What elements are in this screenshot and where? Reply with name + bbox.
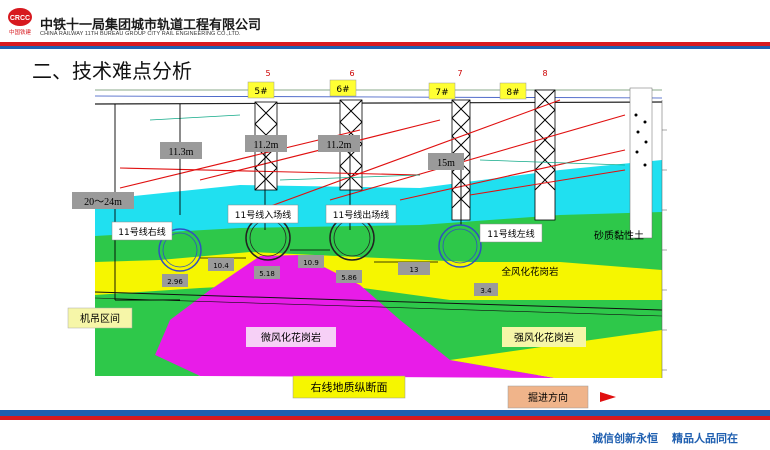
label-slightly-weathered-text: 微风化花岗岩 — [261, 331, 321, 344]
footer-slogan-1: 诚信创新永恒 — [592, 432, 658, 445]
company-name-en: CHINA RAILWAY 11TH BUREAU GROUP CITY RAI… — [40, 31, 241, 37]
direction-arrow-icon — [600, 392, 616, 402]
label-slightly-weathered: 微风化花岗岩 — [246, 327, 336, 347]
cover-5-86-text: 5.86 — [341, 274, 357, 282]
shaft-label-5-text: 5# — [254, 87, 267, 97]
direction-label: 掘进方向 — [507, 385, 589, 409]
tunnel-left — [438, 224, 482, 268]
dim-15-text: 15m — [437, 158, 455, 169]
profile-caption-text: 右线地质纵断面 — [311, 380, 388, 394]
label-exit-line-text: 11号线出场线 — [333, 209, 389, 221]
label-left-line: 11号线左线 — [479, 223, 543, 243]
dim-13-text: 13 — [410, 266, 419, 274]
datum-line-1 — [94, 291, 663, 311]
label-fully-weathered: 全风化花岗岩 — [501, 266, 558, 278]
datum-line-2 — [94, 297, 663, 317]
dim-20-24-text: 20～24m — [84, 197, 122, 208]
label-right-line: 11号线右线 — [111, 221, 173, 241]
label-sandy-clay-text: 砂质黏性土 — [594, 229, 644, 242]
header-blue-stripe — [0, 46, 770, 49]
shaft-number-7: 7 — [457, 69, 462, 78]
dim-13: 13 — [398, 262, 430, 275]
dim-20-24: 20～24m — [72, 192, 134, 209]
footer-slogan-2: 精品人品同在 — [672, 432, 738, 445]
label-left-line-text: 11号线左线 — [487, 228, 534, 240]
dim-10-9: 10.9 — [298, 255, 324, 268]
magenta-slightly-weathered — [155, 255, 555, 378]
dim-11-2b-text: 11.2m — [327, 140, 352, 151]
cover-3-4-text: 3.4 — [480, 287, 492, 295]
label-right-line-text: 11号线右线 — [118, 226, 165, 238]
tunnel-right — [158, 228, 202, 272]
company-name-cn: 中铁十一局集团城市轨道工程有限公司 — [40, 18, 262, 33]
dim-10-4-text: 10.4 — [213, 262, 229, 270]
footer-slogan: 诚信创新永恒 精品人品同在 — [592, 430, 738, 446]
cover-5-18: 5.18 — [254, 266, 280, 279]
dim-11-2a: 11.2m — [245, 135, 287, 152]
dim-11-2a-text: 11.2m — [254, 140, 279, 151]
label-crane-section-text: 机吊区间 — [80, 312, 120, 325]
dim-10-9-text: 10.9 — [303, 259, 319, 267]
label-strongly-weathered-text: 强风化花岗岩 — [514, 331, 574, 344]
dim-10-4: 10.4 — [208, 258, 234, 271]
label-crane-section: 机吊区间 — [67, 307, 133, 329]
shaft-8 — [534, 89, 556, 221]
dim-15: 15m — [428, 153, 464, 170]
shaft-label-8: 8# — [499, 82, 527, 100]
crcc-logo-icon: CRCC 中国铁建 — [8, 8, 32, 36]
borehole-column — [629, 87, 653, 239]
dim-11-3-text: 11.3m — [169, 147, 194, 158]
shaft-number-5: 5 — [265, 69, 270, 78]
footer-red-stripe — [0, 416, 770, 420]
profile-caption: 右线地质纵断面 — [292, 375, 406, 399]
logo-sub: 中国铁建 — [9, 28, 32, 36]
header: CRCC 中国铁建 中铁十一局集团城市轨道工程有限公司 CHINA RAILWA… — [0, 0, 770, 48]
shaft-label-8-text: 8# — [506, 88, 519, 98]
green-base — [95, 330, 200, 376]
logo-text: CRCC — [10, 15, 30, 22]
dim-11-2b: 11.2m — [318, 135, 360, 152]
label-entry-line-text: 11号线入场线 — [235, 209, 291, 221]
shaft-label-7-text: 7# — [435, 88, 448, 98]
label-strongly-weathered: 强风化花岗岩 — [502, 327, 586, 347]
cover-5-18-text: 5.18 — [259, 270, 275, 278]
footer-blue-stripe — [0, 410, 770, 416]
borehole-dots — [634, 113, 648, 167]
dim-11-3: 11.3m — [160, 142, 202, 159]
cover-2-96-text: 2.96 — [167, 278, 183, 286]
shaft-label-6-text: 6# — [336, 85, 349, 95]
label-sandy-clay: 砂质黏性土 — [594, 229, 644, 242]
shaft-label-6: 6# — [329, 79, 357, 97]
direction-label-text: 掘进方向 — [528, 391, 568, 404]
shaft-number-6: 6 — [349, 69, 354, 78]
elevation-ticks — [661, 100, 667, 378]
shaft-number-8: 8 — [542, 69, 547, 78]
shaft-label-5: 5# — [247, 81, 275, 99]
cover-2-96: 2.96 — [162, 274, 188, 287]
cover-3-4: 3.4 — [474, 283, 498, 296]
ground-line-2 — [94, 101, 663, 105]
header-red-stripe — [0, 42, 770, 46]
page-title: 二、技术难点分析 — [32, 59, 192, 83]
yellow-base-right — [450, 330, 662, 378]
shaft-label-7: 7# — [428, 82, 456, 100]
label-exit-line: 11号线出场线 — [325, 204, 397, 224]
label-entry-line: 11号线入场线 — [227, 204, 299, 224]
cover-5-86: 5.86 — [336, 270, 362, 283]
line-top-blue — [94, 95, 663, 99]
